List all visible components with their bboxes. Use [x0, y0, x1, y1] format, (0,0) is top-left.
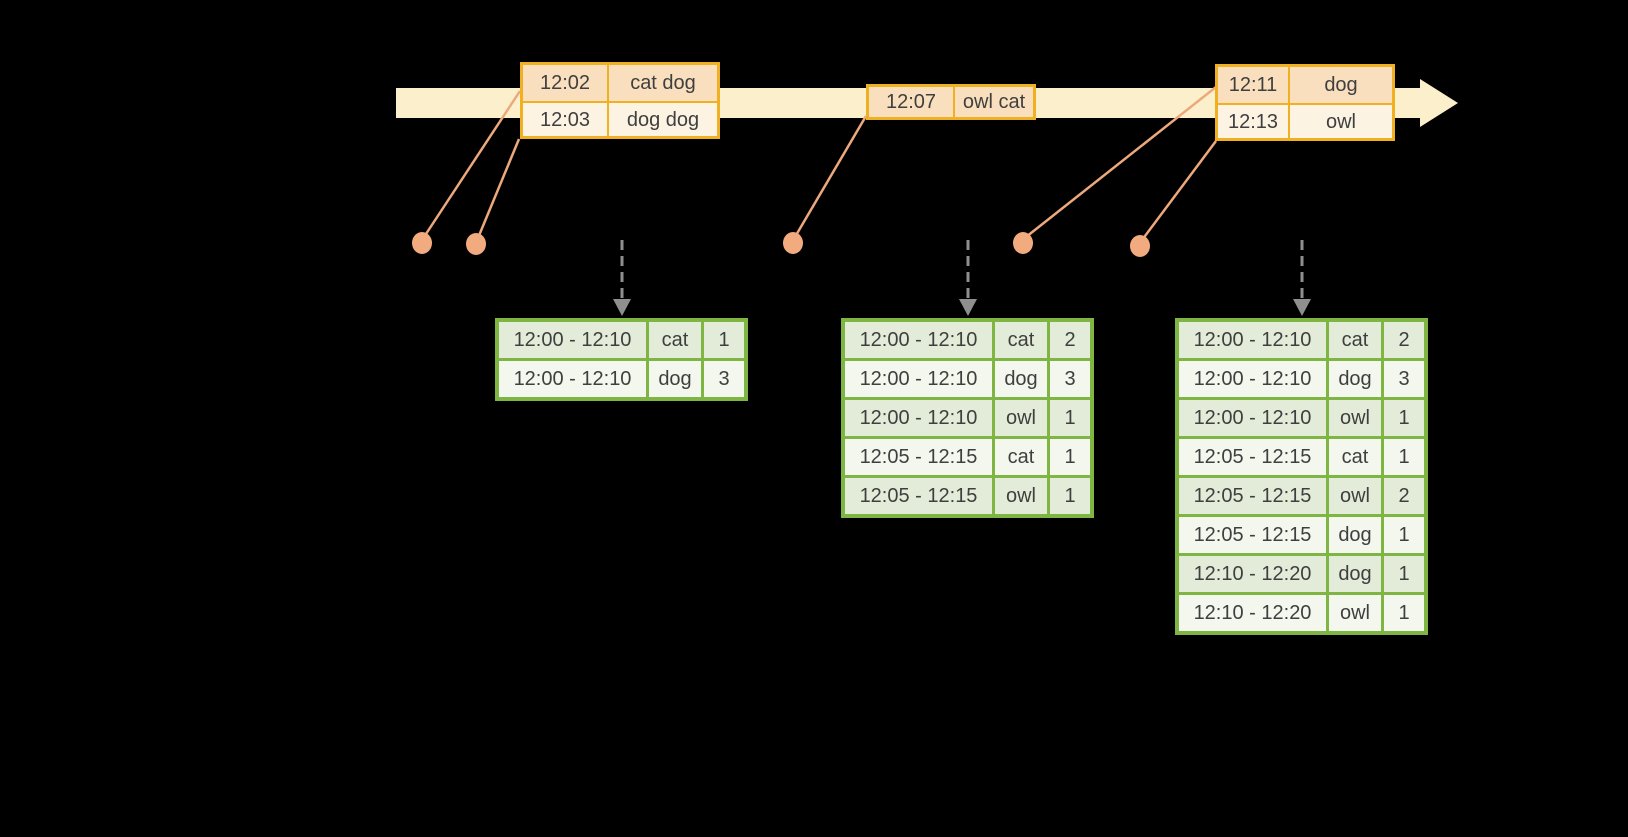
result-row: 12:05 - 12:15 dog 1 — [1175, 514, 1428, 556]
window-cell: 12:00 - 12:10 — [1175, 397, 1329, 439]
word-cell: cat — [1326, 318, 1384, 361]
result-table: 12:00 - 12:10 cat 2 12:00 - 12:10 dog 3 … — [1175, 318, 1428, 635]
window-cell: 12:10 - 12:20 — [1175, 592, 1329, 635]
result-row: 12:00 - 12:10 cat 1 — [495, 318, 748, 361]
window-cell: 12:00 - 12:10 — [841, 397, 995, 439]
word-cell: dog — [646, 358, 704, 401]
window-cell: 12:00 - 12:10 — [1175, 318, 1329, 361]
event-row: 12:11 dog — [1218, 67, 1392, 103]
result-row: 12:05 - 12:15 owl 2 — [1175, 475, 1428, 517]
result-row: 12:05 - 12:15 cat 1 — [1175, 436, 1428, 478]
window-cell: 12:05 - 12:15 — [1175, 514, 1329, 556]
result-row: 12:00 - 12:10 owl 1 — [841, 397, 1094, 439]
event-row: 12:07 owl cat — [869, 87, 1033, 117]
window-cell: 12:10 - 12:20 — [1175, 553, 1329, 595]
count-cell: 1 — [1047, 397, 1094, 439]
trigger-arrow-icon — [959, 240, 977, 316]
event-connector-line — [1140, 140, 1218, 241]
word-cell: cat — [646, 318, 704, 361]
result-row: 12:10 - 12:20 owl 1 — [1175, 592, 1428, 635]
count-cell: 2 — [1047, 318, 1094, 361]
result-row: 12:05 - 12:15 owl 1 — [841, 475, 1094, 518]
event-row: 12:13 owl — [1218, 103, 1392, 138]
count-cell: 1 — [1381, 436, 1428, 478]
event-time: 12:07 — [869, 87, 953, 117]
word-cell: dog — [992, 358, 1050, 400]
timeline-arrowhead-icon — [1420, 79, 1458, 127]
window-cell: 12:05 - 12:15 — [1175, 436, 1329, 478]
result-row: 12:05 - 12:15 cat 1 — [841, 436, 1094, 478]
event-words: dog dog — [607, 103, 717, 136]
word-cell: owl — [1326, 397, 1384, 439]
result-row: 12:00 - 12:10 dog 3 — [495, 358, 748, 401]
event-words: cat dog — [607, 65, 717, 101]
word-cell: owl — [992, 397, 1050, 439]
result-row: 12:00 - 12:10 dog 3 — [1175, 358, 1428, 400]
event-table: 12:11 dog 12:13 owl — [1215, 64, 1395, 141]
event-dot — [1013, 232, 1033, 254]
event-row: 12:03 dog dog — [523, 101, 717, 136]
result-row: 12:10 - 12:20 dog 1 — [1175, 553, 1428, 595]
word-cell: cat — [992, 436, 1050, 478]
result-table: 12:00 - 12:10 cat 1 12:00 - 12:10 dog 3 — [495, 318, 748, 401]
event-dot — [1130, 235, 1150, 257]
count-cell: 1 — [1381, 397, 1428, 439]
trigger-arrow-icon — [1293, 240, 1311, 316]
event-time: 12:03 — [523, 103, 607, 136]
event-time: 12:11 — [1218, 67, 1288, 103]
event-connector-line — [422, 90, 522, 238]
window-cell: 12:00 - 12:10 — [841, 318, 995, 361]
window-cell: 12:05 - 12:15 — [841, 436, 995, 478]
window-cell: 12:00 - 12:10 — [495, 358, 649, 401]
count-cell: 1 — [1047, 436, 1094, 478]
event-words: dog — [1288, 67, 1392, 103]
count-cell: 1 — [1381, 592, 1428, 635]
word-cell: dog — [1326, 358, 1384, 400]
count-cell: 1 — [701, 318, 748, 361]
event-connector-line — [793, 115, 868, 238]
window-cell: 12:00 - 12:10 — [495, 318, 649, 361]
event-connector-line — [1025, 86, 1217, 238]
event-dot — [783, 232, 803, 254]
window-cell: 12:05 - 12:15 — [1175, 475, 1329, 517]
word-cell: owl — [1326, 475, 1384, 517]
event-connector-line — [476, 138, 521, 239]
result-row: 12:00 - 12:10 dog 3 — [841, 358, 1094, 400]
event-time: 12:13 — [1218, 105, 1288, 138]
event-words: owl — [1288, 105, 1392, 138]
result-row: 12:00 - 12:10 cat 2 — [1175, 318, 1428, 361]
event-dot — [466, 233, 486, 255]
word-cell: cat — [992, 318, 1050, 361]
word-cell: owl — [1326, 592, 1384, 635]
count-cell: 3 — [1381, 358, 1428, 400]
event-time: 12:02 — [523, 65, 607, 101]
event-row: 12:02 cat dog — [523, 65, 717, 101]
count-cell: 1 — [1047, 475, 1094, 518]
result-row: 12:00 - 12:10 owl 1 — [1175, 397, 1428, 439]
window-cell: 12:05 - 12:15 — [841, 475, 995, 518]
word-cell: dog — [1326, 514, 1384, 556]
result-row: 12:00 - 12:10 cat 2 — [841, 318, 1094, 361]
event-words: owl cat — [953, 87, 1033, 117]
count-cell: 1 — [1381, 514, 1428, 556]
count-cell: 2 — [1381, 318, 1428, 361]
window-cell: 12:00 - 12:10 — [841, 358, 995, 400]
result-table: 12:00 - 12:10 cat 2 12:00 - 12:10 dog 3 … — [841, 318, 1094, 518]
count-cell: 2 — [1381, 475, 1428, 517]
count-cell: 3 — [1047, 358, 1094, 400]
count-cell: 3 — [701, 358, 748, 401]
word-cell: dog — [1326, 553, 1384, 595]
trigger-arrow-icon — [613, 240, 631, 316]
word-cell: cat — [1326, 436, 1384, 478]
window-cell: 12:00 - 12:10 — [1175, 358, 1329, 400]
count-cell: 1 — [1381, 553, 1428, 595]
word-cell: owl — [992, 475, 1050, 518]
event-table: 12:07 owl cat — [866, 84, 1036, 120]
event-table: 12:02 cat dog 12:03 dog dog — [520, 62, 720, 139]
event-dot — [412, 232, 432, 254]
